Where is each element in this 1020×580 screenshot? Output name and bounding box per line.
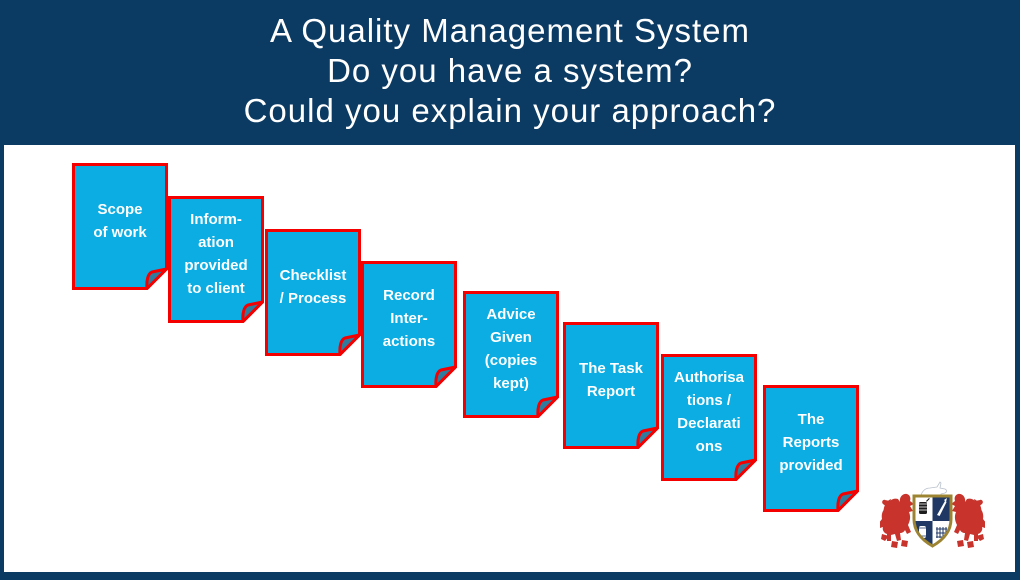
- folded-corner-icon: [536, 395, 559, 418]
- shield-icon: [912, 494, 953, 548]
- sticky-note-3: Checklist/ Process: [265, 229, 361, 356]
- folded-corner-icon: [434, 365, 457, 388]
- sticky-note-shape: [563, 322, 659, 449]
- title-line-1: A Quality Management System: [269, 12, 751, 49]
- lion-left-icon: [880, 493, 914, 548]
- quill-icon: [937, 498, 947, 516]
- sticky-note-shape: [763, 385, 859, 512]
- sticky-note-shape: [661, 354, 757, 481]
- sticky-note-shape: [463, 291, 559, 418]
- folded-corner-icon: [836, 489, 859, 512]
- slide-header: A Quality Management System Do you have …: [0, 0, 1020, 145]
- sticky-note-label: Checklist/ Process: [279, 266, 347, 307]
- title-line-3: Could you explain your approach?: [243, 92, 777, 129]
- sticky-note-shape: [361, 261, 457, 388]
- folded-corner-icon: [636, 426, 659, 449]
- lion-right-icon: [951, 493, 985, 548]
- sticky-note-shape: [72, 163, 168, 290]
- folded-corner-icon: [241, 300, 264, 323]
- folded-corner-icon: [145, 267, 168, 290]
- sticky-note-shape: [265, 229, 361, 356]
- scroll-quill-icon: [919, 498, 930, 514]
- portcullis-icon: [936, 527, 947, 538]
- title-line-2: Do you have a system?: [327, 52, 693, 89]
- heraldic-crest-logo: [880, 481, 985, 548]
- sticky-note-shape: [168, 196, 264, 323]
- folded-corner-icon: [734, 458, 757, 481]
- folded-corner-icon: [338, 333, 361, 356]
